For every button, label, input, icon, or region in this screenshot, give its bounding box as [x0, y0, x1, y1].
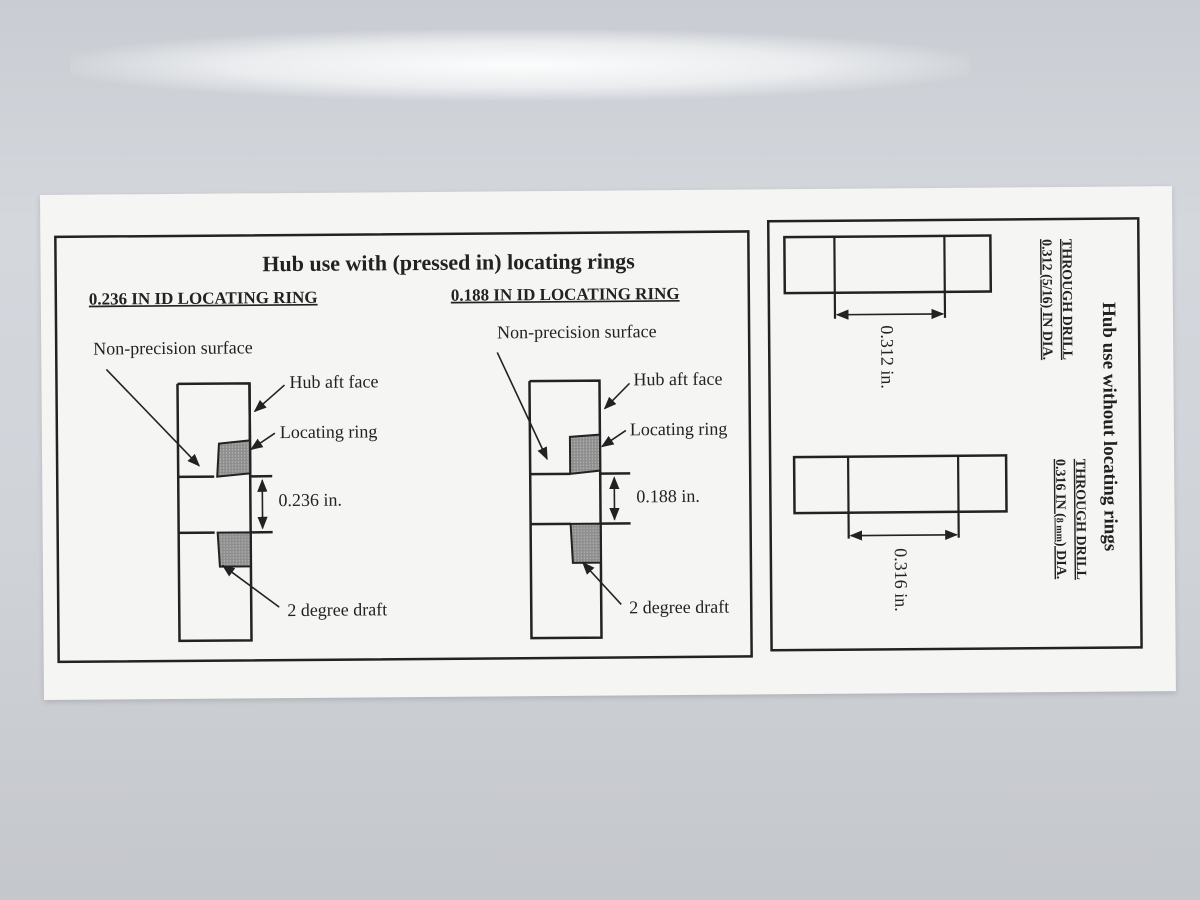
- instruction-card: Hub use with (pressed in) locating rings…: [40, 186, 1176, 700]
- spec-a-line2: 0.312 (5/16) IN DIA.: [1038, 239, 1054, 360]
- diagram-a-dimension-label: 0.236 in.: [278, 490, 342, 510]
- spec-b-line2: 0.316 IN (8 mm) DIA.: [1052, 459, 1068, 579]
- diagram-a-non-precision-leader: [105, 368, 201, 467]
- diagram-b-hub-aft-face-label: Hub aft face: [633, 369, 722, 390]
- drill-a-body: [783, 234, 993, 295]
- diagram-a-draft-leader: [221, 564, 280, 608]
- diagram-b-hub-face-leader: [603, 382, 631, 410]
- light-glare: [70, 30, 970, 100]
- diagram-0188-ring: 0.188 IN ID LOCATING RING Non-precision …: [451, 284, 729, 640]
- diagram-b-dimension-label: 0.188 in.: [636, 486, 700, 506]
- diagram-b-lower-ring: [569, 522, 602, 564]
- diagram-b-ring-leader: [600, 429, 627, 448]
- diagram-b-draft-leader: [582, 561, 622, 605]
- diagram-a-lower-ring: [216, 531, 252, 568]
- diagram-b-hub-outline: [528, 379, 631, 640]
- spec-a-line1: THROUGH DRILL: [1058, 239, 1074, 360]
- right-panel: Hub use without locating rings THROUGH D…: [766, 217, 1143, 652]
- diagram-b-heading: 0.188 IN ID LOCATING RING: [451, 284, 680, 305]
- diagram-a-upper-ring: [216, 439, 252, 478]
- drill-a-dimension-arrow: [835, 308, 945, 320]
- left-panel-border: [54, 230, 753, 664]
- diagram-b-non-precision-label: Non-precision surface: [497, 321, 657, 342]
- left-panel: Hub use with (pressed in) locating rings…: [54, 230, 753, 664]
- spec-b-line2-prefix: 0.316 IN (: [1052, 459, 1067, 518]
- diagram-b-locating-ring-label: Locating ring: [630, 419, 728, 440]
- diagram-a-ring-leader: [249, 432, 276, 451]
- right-panel-title: Hub use without locating rings: [1098, 302, 1121, 551]
- spec-b-line2-small: 8 mm: [1054, 518, 1065, 543]
- diagram-a-non-precision-label: Non-precision surface: [93, 337, 253, 358]
- drill-a-diagram: 0.312 in.: [783, 234, 993, 389]
- diagram-a-hub-face-leader: [253, 384, 286, 413]
- diagram-b-upper-ring: [568, 433, 602, 475]
- diagram-0236-ring: 0.236 IN ID LOCATING RING Non-precision …: [89, 288, 387, 643]
- diagram-a-hub-outline: [176, 382, 273, 643]
- spec-b-line2-suffix: ) DIA.: [1053, 542, 1068, 579]
- spec-b-line1: THROUGH DRILL: [1072, 459, 1088, 580]
- drill-b-diagram: 0.316 in.: [792, 454, 1008, 612]
- drill-a-dimension-label: 0.312 in.: [877, 325, 897, 389]
- diagram-a-heading: 0.236 IN ID LOCATING RING: [89, 288, 318, 309]
- instruction-diagram: Hub use with (pressed in) locating rings…: [54, 217, 1143, 664]
- diagram-a-draft-label: 2 degree draft: [287, 599, 387, 620]
- drill-b-dimension-label: 0.316 in.: [891, 548, 911, 612]
- drill-b-dimension-arrow: [849, 529, 958, 541]
- right-panel-border: [766, 217, 1143, 652]
- left-panel-title: Hub use with (pressed in) locating rings: [262, 248, 635, 276]
- diagram-a-locating-ring-label: Locating ring: [280, 421, 378, 442]
- diagram-b-draft-label: 2 degree draft: [629, 597, 729, 618]
- diagram-b-non-precision-leader: [496, 352, 548, 461]
- drill-b-body: [792, 454, 1008, 515]
- diagram-a-hub-aft-face-label: Hub aft face: [289, 371, 378, 392]
